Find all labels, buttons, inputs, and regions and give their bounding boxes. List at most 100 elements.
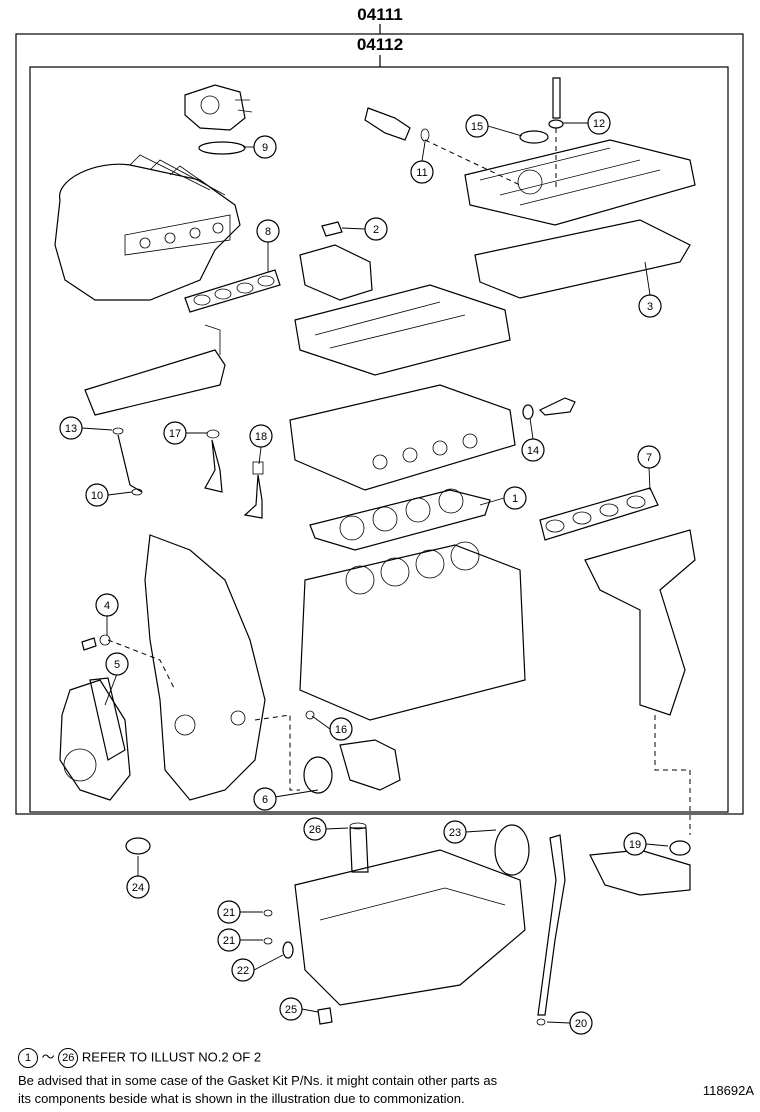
callout-label: 1 [512, 493, 518, 505]
callout-9 [253, 135, 277, 159]
callout-8 [256, 219, 280, 243]
water-inlet-drawing [339, 739, 401, 791]
callout-label: 22 [237, 965, 249, 977]
callout-label: 25 [285, 1004, 297, 1016]
water-pump-drawing [59, 679, 131, 801]
callout-label: 19 [629, 839, 641, 851]
o-ring-21b-drawing [263, 937, 273, 945]
callout-18 [249, 424, 273, 448]
dipstick-guide-drawing [537, 834, 566, 1016]
callout-5 [105, 652, 129, 676]
callout-3 [638, 294, 662, 318]
exhaust-manifold-gasket-drawing [539, 487, 659, 541]
ref-tilde: ～ [41, 1049, 55, 1065]
part-26-drawing [349, 827, 369, 873]
injector-drawing [364, 107, 411, 141]
callout-label: 12 [593, 118, 605, 130]
callout-22 [231, 958, 255, 982]
intake-manifold-gasket-drawing [184, 269, 281, 313]
kit-04112-boundary [29, 66, 729, 813]
ring-16-drawing [305, 710, 315, 720]
oil-seal-23-drawing [494, 824, 530, 876]
callout-label: 21 [223, 907, 235, 919]
callout-label: 16 [335, 724, 347, 736]
fuel-rail-drawing [84, 349, 226, 416]
callout-label: 3 [647, 301, 653, 313]
gasket-19-drawing [669, 840, 691, 856]
callout-label: 9 [262, 142, 268, 154]
kit-04111-boundary [15, 33, 744, 815]
advice-line-2: its components beside what is shown in t… [18, 1091, 465, 1106]
callout-label: 26 [309, 824, 321, 836]
seal-15-drawing [519, 130, 549, 144]
callout-label: 11 [416, 167, 427, 179]
seal-14-drawing [522, 404, 534, 420]
cylinder-head-cover-drawing [464, 77, 696, 226]
throttle-body-drawing [184, 84, 253, 131]
valve-18-drawing [243, 474, 263, 519]
callout-15 [465, 114, 489, 138]
callout-label: 20 [575, 1018, 587, 1030]
callout-label: 21 [223, 935, 235, 947]
gasket-ring-9-drawing [198, 141, 246, 155]
callout-label: 18 [255, 431, 267, 443]
callout-label: 8 [265, 226, 271, 238]
exhaust-manifold-drawing [584, 529, 696, 716]
oil-seal-6-drawing [303, 756, 333, 794]
callout-label: 14 [527, 445, 539, 457]
callout-label: 7 [646, 452, 652, 464]
bracket-drawing [299, 244, 373, 301]
callout-label: 13 [65, 423, 77, 435]
intake-manifold-drawing [54, 154, 241, 301]
callout-4 [95, 593, 119, 617]
sensor-14-drawing [538, 397, 576, 416]
callout-label: 15 [471, 121, 483, 133]
callout-2 [364, 217, 388, 241]
oil-seal-24-drawing [125, 837, 151, 855]
plug-25-drawing [317, 1007, 333, 1025]
head-gasket-drawing [309, 488, 491, 551]
callout-label: 10 [91, 490, 103, 502]
callout-label: 2 [373, 224, 379, 236]
timing-cover-drawing [144, 534, 266, 801]
callout-label: 6 [262, 794, 268, 806]
oil-pan-drawing [294, 849, 526, 1006]
advice-line-1: Be advised that in some case of the Gask… [18, 1073, 498, 1088]
callout-24 [126, 875, 150, 899]
callout-label: 24 [132, 882, 144, 894]
o-ring-22-drawing [282, 941, 294, 959]
kit-code-inner: 04112 [357, 35, 403, 54]
callout-1 [503, 486, 527, 510]
sensor-2-drawing [321, 221, 343, 237]
callout-6 [253, 787, 277, 811]
cylinder-head-drawing [289, 384, 516, 491]
figure-id: 118692A [702, 1083, 754, 1098]
valve-17-drawing [204, 439, 223, 493]
callout-10 [85, 483, 109, 507]
cylinder-block-drawing [299, 541, 526, 721]
washer-12-drawing [548, 119, 564, 129]
ref-start-circle: 1 [18, 1048, 38, 1068]
callouts-layer: 1 2 3 4 5 6 7 8 9 10 11 12 13 14 15 16 1… [59, 111, 669, 1035]
camshaft-housing-drawing [294, 284, 511, 376]
callout-26 [303, 817, 327, 841]
callout-label: 4 [104, 600, 110, 612]
callout-12 [587, 111, 611, 135]
callout-16 [329, 717, 353, 741]
ref-end-circle: 26 [58, 1048, 79, 1068]
callout-19 [623, 832, 647, 856]
callout-7 [637, 445, 661, 469]
water-pump-gasket-drawing [89, 677, 126, 761]
callout-20 [569, 1011, 593, 1035]
callout-25 [279, 997, 303, 1021]
o-ring-21a-drawing [263, 909, 273, 917]
bolt-4-drawing [81, 637, 97, 651]
callout-21a [217, 900, 241, 924]
callout-13 [59, 416, 83, 440]
callout-label: 23 [449, 827, 461, 839]
reference-note: 1 ～ 26 REFER TO ILLUST NO.2 OF 2 [18, 1048, 261, 1068]
kit-code-outer: 04111 [357, 5, 402, 24]
seal-13-drawing [112, 427, 124, 435]
callout-14 [521, 438, 545, 462]
